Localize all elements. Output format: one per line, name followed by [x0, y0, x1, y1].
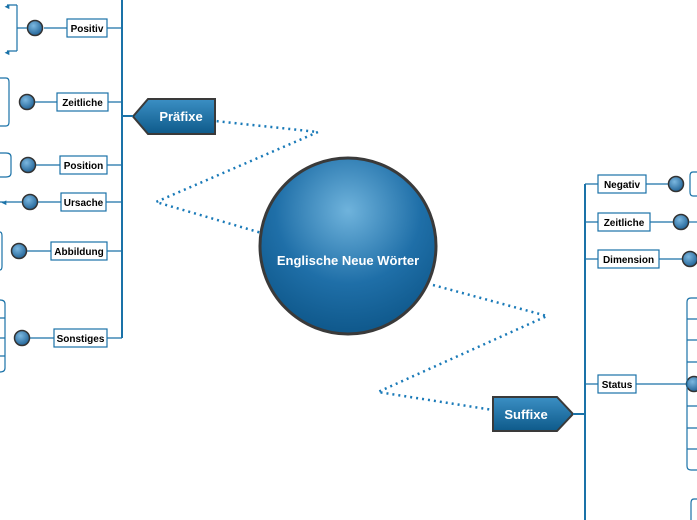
prefix-item-label: Abbildung	[54, 247, 103, 258]
child-bracket	[0, 152, 12, 178]
central-topic[interactable]: Englische Neue Wörter	[258, 156, 438, 336]
suffix-item-label: Zeitliche	[604, 218, 645, 229]
child-bracket	[7, 4, 27, 52]
prefix-item-sonstiges[interactable]: Sonstiges	[30, 328, 122, 348]
blue-dot-icon[interactable]	[21, 193, 39, 211]
suffix-topic[interactable]: Suffixe	[492, 396, 575, 432]
suffix-item-status[interactable]: Status	[585, 374, 686, 394]
blue-dot-icon[interactable]	[681, 250, 697, 268]
prefix-topic-label: Präfixe	[159, 109, 202, 124]
prefix-topic[interactable]: Präfixe	[131, 98, 216, 135]
suffix-item-negativ[interactable]: Negativ	[585, 174, 668, 194]
central-topic-label: Englische Neue Wörter	[277, 253, 419, 268]
blue-dot-icon[interactable]	[19, 156, 37, 174]
left-arrow-icon: ◄	[0, 198, 8, 207]
blue-dot-icon[interactable]	[26, 19, 44, 37]
child-bracket	[0, 231, 3, 271]
prefix-item-abbildung[interactable]: Abbildung	[27, 241, 122, 261]
child-bracket	[0, 77, 10, 127]
suffix-item-label: Negativ	[604, 180, 641, 191]
blue-dot-icon[interactable]	[672, 213, 690, 231]
prefix-item-label: Zeitliche	[62, 98, 103, 109]
suffix-item-zeitliche[interactable]: Zeitliche	[585, 212, 673, 232]
left-arrow-icon: ◄	[3, 48, 11, 57]
blue-dot-icon[interactable]	[685, 375, 697, 393]
suffix-topic-label: Suffixe	[504, 407, 547, 422]
child-bracket	[0, 299, 6, 373]
prefix-item-label: Sonstiges	[57, 334, 105, 345]
blue-dot-icon[interactable]	[18, 93, 36, 111]
prefix-item-label: Positiv	[71, 24, 104, 35]
prefix-item-label: Position	[64, 161, 103, 172]
prefix-item-positiv[interactable]: Positiv	[44, 18, 122, 38]
suffix-item-label: Dimension	[603, 255, 654, 266]
prefix-item-position[interactable]: Position	[36, 155, 122, 175]
blue-dot-icon[interactable]	[10, 242, 28, 260]
prefix-item-ursache[interactable]: Ursache	[38, 192, 122, 212]
prefix-item-zeitliche[interactable]: Zeitliche	[35, 92, 122, 112]
child-bracket	[689, 171, 697, 197]
child-bracket	[686, 297, 697, 471]
suffix-item-label: Status	[602, 380, 633, 391]
prefix-item-label: Ursache	[64, 198, 104, 209]
blue-dot-icon[interactable]	[667, 175, 685, 193]
blue-dot-icon[interactable]	[13, 329, 31, 347]
left-arrow-icon: ◄	[3, 2, 11, 11]
child-bracket	[690, 498, 697, 520]
suffix-item-dimension[interactable]: Dimension	[585, 249, 682, 269]
suffix-connector	[373, 283, 551, 412]
